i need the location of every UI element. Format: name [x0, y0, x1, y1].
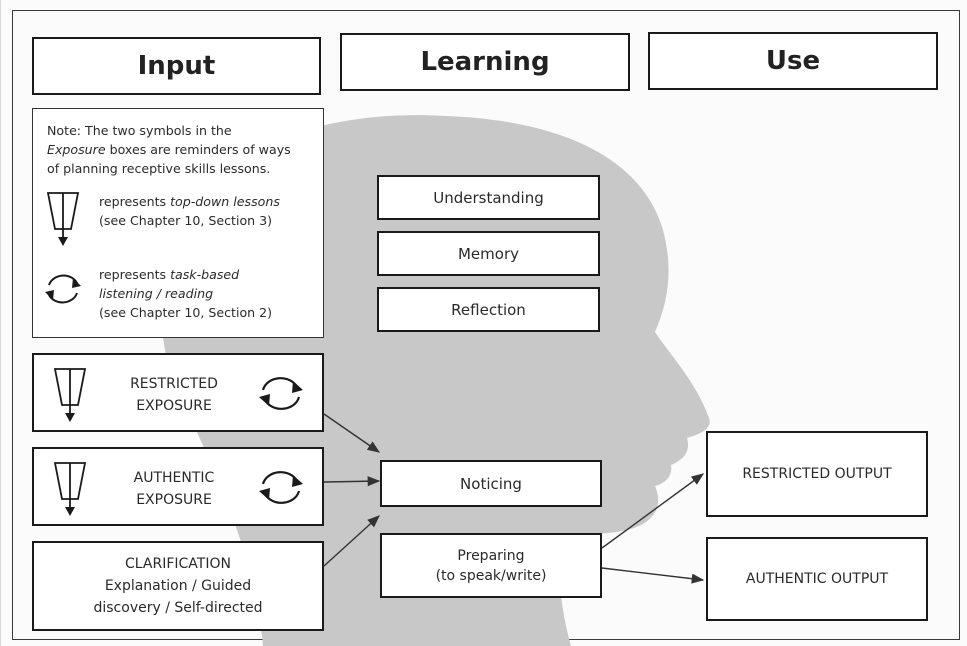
symbol-2-italic: task-based: [170, 267, 240, 282]
restricted-output-label: RESTRICTED OUTPUT: [742, 466, 892, 482]
use-header: Use: [648, 32, 938, 90]
clarification-box: CLARIFICATION Explanation / Guided disco…: [32, 541, 324, 631]
clarification-line-3: discovery / Self-directed: [93, 600, 263, 616]
funnel-down-arrow-icon: [53, 462, 87, 516]
restricted-exposure-label: RESTRICTED EXPOSURE: [104, 373, 244, 417]
understanding-label: Understanding: [433, 188, 544, 207]
symbol-2-ref: (see Chapter 10, Section 2): [99, 305, 273, 320]
noticing-label: Noticing: [460, 474, 522, 493]
symbol-2-prefix: represents: [99, 267, 171, 282]
restricted-exposure-line-2: EXPOSURE: [136, 398, 212, 414]
symbol-1-italic: top-down lessons: [170, 194, 280, 209]
funnel-down-arrow-icon: [53, 368, 87, 422]
symbol-1-ref: (see Chapter 10, Section 3): [99, 213, 273, 228]
learning-header: Learning: [340, 33, 630, 91]
note-line-1: Note: The two symbols in the: [47, 123, 232, 138]
note-exposure-word: Exposure: [47, 142, 106, 157]
note-line-2: Exposure boxes are reminders of ways: [47, 140, 317, 159]
understanding-box: Understanding: [377, 175, 600, 220]
arrow-preparing-to-authentic-output: [601, 567, 705, 584]
preparing-line-1: Preparing: [457, 547, 525, 564]
note-text: Note: The two symbols in the Exposure bo…: [47, 121, 317, 178]
circular-arrows-icon: [259, 471, 303, 504]
arrow-authentic-to-noticing: [323, 476, 381, 487]
note-line-2-rest: boxes are reminders of ways: [105, 142, 291, 157]
authentic-exposure-line-2: EXPOSURE: [136, 492, 212, 508]
input-header: Input: [32, 37, 321, 95]
clarification-line-2: Explanation / Guided: [104, 578, 252, 594]
symbol-2-line-1: represents task-based: [99, 265, 319, 284]
note-box: Note: The two symbols in the Exposure bo…: [32, 108, 324, 338]
symbol-2-line-2: listening / reading: [99, 284, 319, 303]
preparing-box: Preparing (to speak/write): [380, 533, 602, 598]
restricted-exposure-line-1: RESTRICTED: [130, 376, 218, 392]
authentic-exposure-box: AUTHENTIC EXPOSURE: [32, 447, 324, 526]
use-header-label: Use: [765, 46, 821, 76]
authentic-output-box: AUTHENTIC OUTPUT: [706, 537, 928, 621]
authentic-output-label: AUTHENTIC OUTPUT: [745, 571, 889, 587]
reflection-box: Reflection: [377, 287, 600, 332]
input-header-label: Input: [137, 51, 216, 81]
memory-box: Memory: [377, 231, 600, 276]
circular-arrows-icon: [45, 274, 81, 304]
symbol-1-line-1: represents top-down lessons: [99, 192, 319, 211]
symbol-2-description: represents task-based listening / readin…: [99, 265, 319, 322]
clarification-title: CLARIFICATION: [125, 556, 231, 572]
note-line-3: of planning receptive skills lessons.: [47, 161, 271, 176]
funnel-down-arrow-icon: [46, 192, 80, 246]
restricted-exposure-box: RESTRICTED EXPOSURE: [32, 353, 324, 432]
symbol-1-description: represents top-down lessons (see Chapter…: [99, 192, 319, 230]
symbol-2-italic-2: listening / reading: [99, 286, 214, 301]
authentic-exposure-label: AUTHENTIC EXPOSURE: [104, 467, 244, 511]
learning-header-label: Learning: [420, 47, 550, 77]
authentic-exposure-line-1: AUTHENTIC: [133, 470, 215, 486]
memory-label: Memory: [457, 244, 519, 263]
restricted-output-box: RESTRICTED OUTPUT: [706, 431, 928, 517]
symbol-1-prefix: represents: [99, 194, 171, 209]
preparing-line-2: (to speak/write): [435, 567, 547, 584]
reflection-label: Reflection: [451, 300, 526, 319]
noticing-box: Noticing: [380, 460, 602, 507]
circular-arrows-icon: [259, 377, 303, 410]
arrow-clarification-to-noticing: [323, 515, 380, 567]
arrow-restricted-to-noticing: [323, 413, 381, 453]
arrow-preparing-to-restricted-output: [601, 473, 705, 549]
